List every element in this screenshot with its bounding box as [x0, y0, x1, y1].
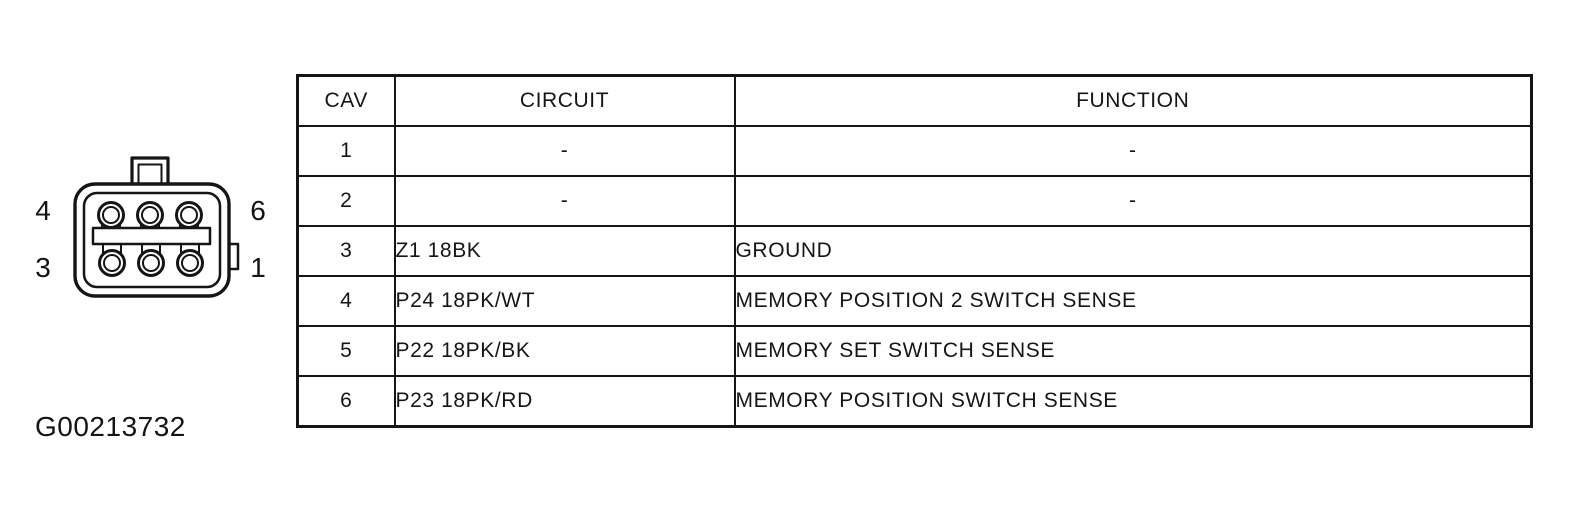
cell-function: MEMORY SET SWITCH SENSE — [733, 325, 1533, 377]
pinout-table: CAV CIRCUIT FUNCTION 1 - - 2 - - 3 Z1 18… — [296, 74, 1533, 428]
cell-circuit: Z1 18BK — [393, 225, 736, 277]
cell-cav: 6 — [296, 375, 396, 428]
connector-pins-top-row — [97, 201, 203, 229]
cell-function: MEMORY POSITION SWITCH SENSE — [733, 375, 1533, 428]
cell-cav: 3 — [296, 225, 396, 277]
table-row: 6 P23 18PK/RD MEMORY POSITION SWITCH SEN… — [296, 375, 1533, 428]
connector-drawing-icon — [73, 156, 240, 298]
pin-label-top-left: 4 — [35, 195, 51, 226]
cell-function: - — [733, 175, 1533, 227]
figure-id-label: G00213732 — [35, 411, 186, 442]
column-header-circuit: CIRCUIT — [393, 74, 736, 127]
table-row: 5 P22 18PK/BK MEMORY SET SWITCH SENSE — [296, 325, 1533, 377]
cell-cav: 1 — [296, 125, 396, 177]
connector-diagram: 4 6 3 1 — [0, 0, 290, 320]
table-row: 4 P24 18PK/WT MEMORY POSITION 2 SWITCH S… — [296, 275, 1533, 327]
cell-function: GROUND — [733, 225, 1533, 277]
cell-circuit: P22 18PK/BK — [393, 325, 736, 377]
cell-circuit: - — [393, 175, 736, 227]
column-header-cav: CAV — [296, 74, 396, 127]
pin-label-bottom-right: 1 — [250, 252, 266, 283]
table-row: 3 Z1 18BK GROUND — [296, 225, 1533, 277]
cell-cav: 4 — [296, 275, 396, 327]
cell-circuit: P24 18PK/WT — [393, 275, 736, 327]
cell-circuit: - — [393, 125, 736, 177]
cell-circuit: P23 18PK/RD — [393, 375, 736, 428]
connector-pins-bottom-row — [98, 249, 204, 277]
cell-function: - — [733, 125, 1533, 177]
connector-key-bar — [91, 226, 212, 246]
pin-label-bottom-left: 3 — [35, 252, 51, 283]
cell-function: MEMORY POSITION 2 SWITCH SENSE — [733, 275, 1533, 327]
table-row: 2 - - — [296, 175, 1533, 227]
table-row: 1 - - — [296, 125, 1533, 177]
cell-cav: 2 — [296, 175, 396, 227]
pin-label-top-right: 6 — [250, 195, 266, 226]
cell-cav: 5 — [296, 325, 396, 377]
column-header-function: FUNCTION — [733, 74, 1533, 127]
table-header-row: CAV CIRCUIT FUNCTION — [296, 74, 1533, 127]
